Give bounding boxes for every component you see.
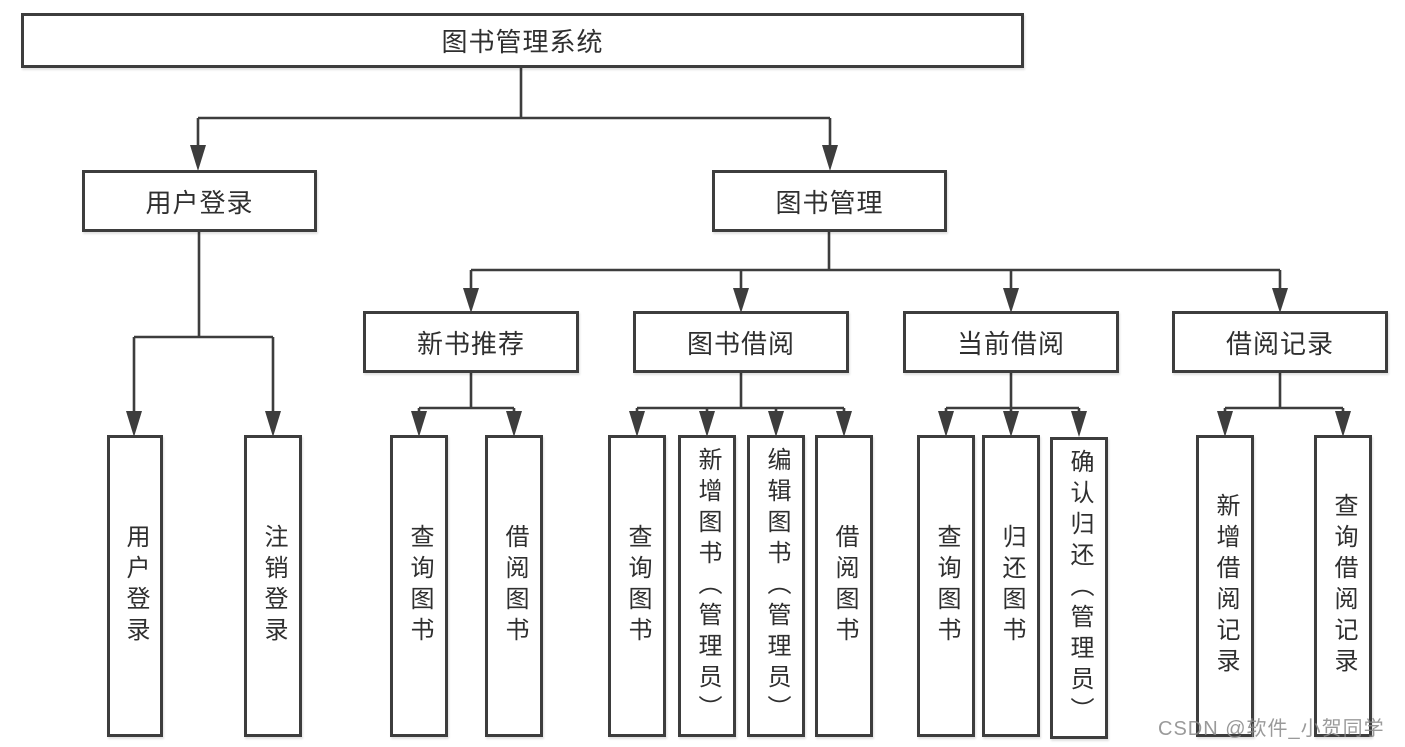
leaf-user-login-label: 用户登录 [122, 524, 149, 648]
leaf-logout: 注销登录 [244, 435, 302, 737]
leaf-borrow-query-label: 查询图书 [624, 524, 651, 648]
leaf-records-add: 新增借阅记录 [1196, 435, 1254, 737]
leaf-borrow-edit-admin-label: 编辑图书（管理员） [763, 446, 790, 726]
leaf-records-add-label: 新增借阅记录 [1212, 493, 1239, 679]
arrowhead-icons [126, 145, 1351, 437]
leaf-newbook-borrow: 借阅图书 [485, 435, 543, 737]
leaf-current-query: 查询图书 [917, 435, 975, 737]
node-borrow-records: 借阅记录 [1172, 311, 1388, 373]
leaf-logout-label: 注销登录 [260, 524, 287, 648]
leaf-borrow-borrow: 借阅图书 [815, 435, 873, 737]
leaf-records-query-label: 查询借阅记录 [1330, 493, 1357, 679]
leaf-current-query-label: 查询图书 [933, 524, 960, 648]
watermark-csdn: CSDN @软件_小贺同学 [1158, 718, 1385, 740]
node-new-book-recommend: 新书推荐 [363, 311, 579, 373]
leaf-user-login: 用户登录 [107, 435, 163, 737]
leaf-current-confirm-admin-label: 确认归还（管理员） [1066, 448, 1093, 728]
leaf-records-query: 查询借阅记录 [1314, 435, 1372, 737]
node-book-borrow-label: 图书借阅 [686, 328, 795, 359]
node-root: 图书管理系统 [21, 13, 1024, 68]
leaf-newbook-query: 查询图书 [390, 435, 448, 737]
node-book-management-label: 图书管理 [775, 187, 884, 218]
node-current-borrow-label: 当前借阅 [956, 328, 1065, 359]
leaf-borrow-edit-admin: 编辑图书（管理员） [747, 435, 805, 737]
node-book-borrow: 图书借阅 [633, 311, 849, 373]
leaf-newbook-borrow-label: 借阅图书 [501, 524, 528, 648]
node-root-label: 图书管理系统 [441, 27, 604, 57]
leaf-newbook-query-label: 查询图书 [406, 524, 433, 648]
node-user-login-label: 用户登录 [145, 187, 254, 218]
node-user-login: 用户登录 [82, 170, 317, 232]
node-current-borrow: 当前借阅 [903, 311, 1119, 373]
leaf-current-confirm-admin: 确认归还（管理员） [1050, 437, 1108, 739]
node-book-management: 图书管理 [712, 170, 947, 232]
node-borrow-records-label: 借阅记录 [1225, 328, 1334, 359]
leaf-current-return-label: 归还图书 [998, 524, 1025, 648]
leaf-borrow-query: 查询图书 [608, 435, 666, 737]
leaf-current-return: 归还图书 [982, 435, 1040, 737]
node-new-book-recommend-label: 新书推荐 [416, 328, 525, 359]
leaf-borrow-add-admin-label: 新增图书（管理员） [694, 446, 721, 726]
leaf-borrow-add-admin: 新增图书（管理员） [678, 435, 736, 737]
leaf-borrow-borrow-label: 借阅图书 [831, 524, 858, 648]
